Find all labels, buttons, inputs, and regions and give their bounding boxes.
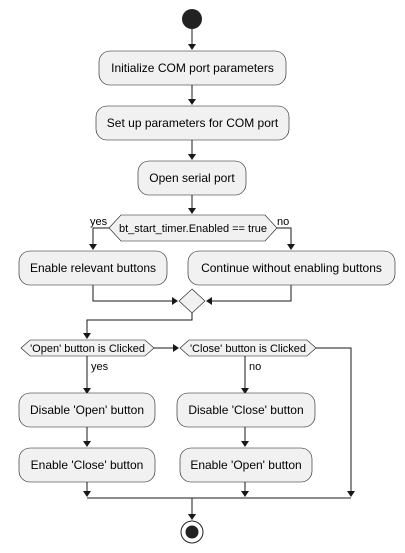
decision-timer-enabled: bt_start_timer.Enabled == true <box>108 214 278 242</box>
arrow-merge-end <box>188 514 196 520</box>
node-setup-label: Set up parameters for COM port <box>107 116 279 130</box>
node-setup: Set up parameters for COM port <box>95 105 290 141</box>
node-continue-without: Continue without enabling buttons <box>187 250 396 286</box>
end-node <box>180 520 204 544</box>
arrow-disableclose-enableopen <box>241 441 249 447</box>
edge-merge-open-cond <box>86 313 193 333</box>
node-init-label: Initialize COM port parameters <box>111 61 274 75</box>
node-open-port-label: Open serial port <box>149 171 235 185</box>
edge-enable-merge <box>92 285 172 302</box>
arrow-open-cond <box>188 208 196 214</box>
node-enable-close: Enable 'Close' button <box>18 447 156 483</box>
node-enable-open-label: Enable 'Open' button <box>190 458 301 472</box>
edge-continue-merge <box>212 285 292 302</box>
arrow-enableclose-down <box>83 491 91 497</box>
node-enable-open: Enable 'Open' button <box>179 447 313 483</box>
arrow-merge-open-cond <box>83 333 91 339</box>
decision-open-clicked-label: 'Open' button is Clicked <box>30 343 145 355</box>
edge-label-close-no: no <box>249 361 261 373</box>
node-enable-close-label: Enable 'Close' button <box>31 458 144 472</box>
arrow-open-yes <box>83 388 91 394</box>
decision-open-clicked: 'Open' button is Clicked <box>20 339 155 357</box>
arrow-open-no <box>173 344 179 352</box>
merge-diamond <box>178 288 206 314</box>
arrow-start-init <box>188 44 196 50</box>
arrow-timer-yes <box>89 244 97 250</box>
arrow-init-setup <box>188 99 196 105</box>
node-init: Initialize COM port parameters <box>98 50 287 86</box>
arrow-disableopen-enableclose <box>83 441 91 447</box>
decision-close-clicked: 'Close' button is Clicked <box>179 339 317 357</box>
node-enable-buttons-label: Enable relevant buttons <box>30 261 156 275</box>
node-continue-without-label: Continue without enabling buttons <box>201 261 382 275</box>
edge-label-timer-yes: yes <box>90 216 108 228</box>
edge-label-open-yes: yes <box>91 361 109 373</box>
edge-timer-no <box>277 227 292 244</box>
arrow-enableopen-down <box>241 491 249 497</box>
arrow-enable-merge <box>172 297 178 305</box>
node-open-port: Open serial port <box>137 160 247 196</box>
node-disable-open: Disable 'Open' button <box>18 392 156 428</box>
edge-close-else <box>316 347 352 491</box>
node-disable-close-label: Disable 'Close' button <box>188 403 303 417</box>
arrow-continue-merge <box>206 297 212 305</box>
arrow-timer-no <box>287 244 295 250</box>
arrow-close-else <box>347 491 355 497</box>
node-disable-open-label: Disable 'Open' button <box>30 403 144 417</box>
start-node <box>182 9 202 29</box>
arrow-setup-open <box>188 154 196 160</box>
decision-close-clicked-label: 'Close' button is Clicked <box>190 343 306 355</box>
edge-label-timer-no: no <box>277 216 289 228</box>
decision-timer-enabled-label: bt_start_timer.Enabled == true <box>119 223 267 235</box>
node-enable-buttons: Enable relevant buttons <box>18 250 168 286</box>
node-disable-close: Disable 'Close' button <box>176 392 316 428</box>
edge-timer-yes <box>92 227 109 244</box>
arrow-close-no <box>241 388 249 394</box>
